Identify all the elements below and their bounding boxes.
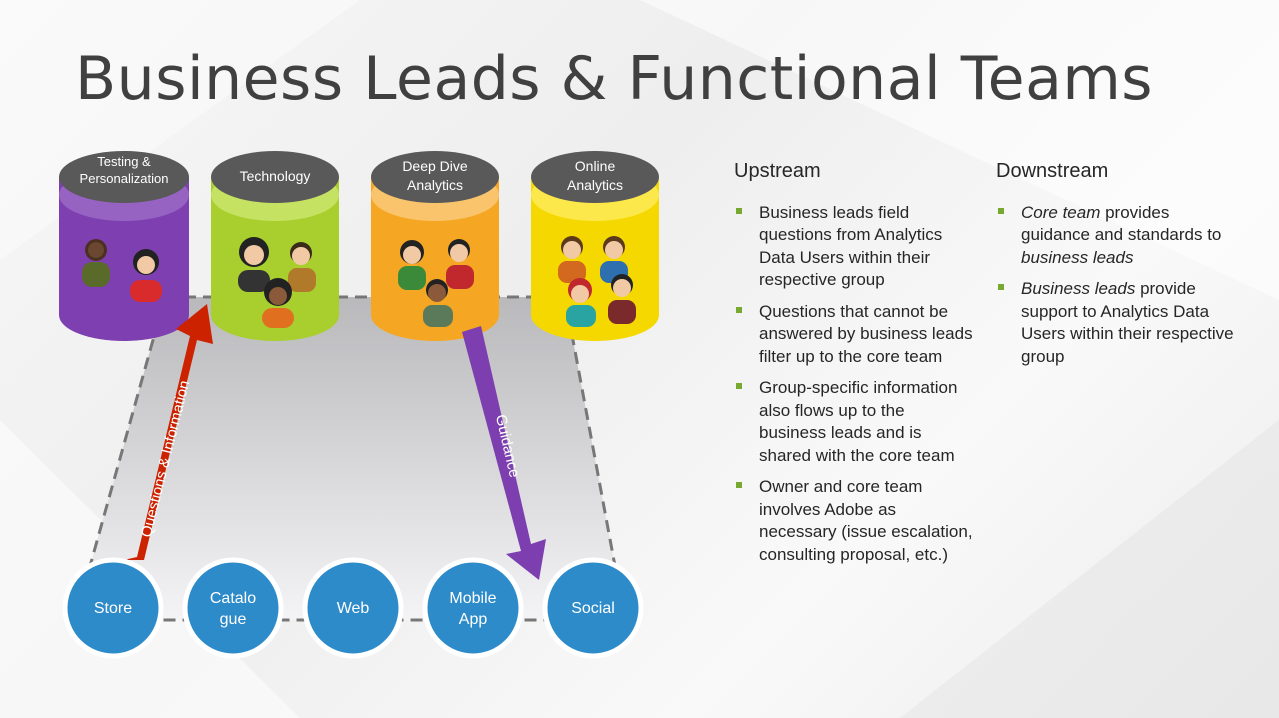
- list-item: Business leads field questions from Anal…: [734, 202, 974, 292]
- bullet-icon: [998, 207, 1004, 214]
- list-item-text: Business leads field questions from Anal…: [759, 202, 943, 290]
- person-icon: [262, 278, 294, 328]
- bullet-icon: [736, 482, 742, 488]
- channel-label: Mobile: [449, 590, 496, 607]
- team-cylinder-online: Online Analytics: [531, 151, 659, 341]
- channel-label: App: [459, 611, 488, 628]
- channel-mobile-app: Mobile App: [422, 557, 524, 659]
- downstream-list: Core team provides guidance and standard…: [996, 202, 1236, 369]
- list-item: Core team provides guidance and standard…: [996, 202, 1236, 270]
- channel-label: Store: [94, 600, 132, 617]
- upstream-column: Upstream Business leads field questions …: [734, 160, 974, 575]
- channel-web: Web: [302, 557, 404, 659]
- list-item: Owner and core team involves Adobe as ne…: [734, 476, 974, 566]
- list-item: Business leads provide support to Analyt…: [996, 278, 1236, 368]
- list-item-text: provides guidance and standards to: [1021, 202, 1222, 245]
- person-icon: [288, 242, 316, 292]
- list-item: Group-specific information also flows up…: [734, 377, 974, 467]
- channel-label: gue: [220, 611, 247, 628]
- team-label: Testing &: [97, 154, 151, 169]
- emphasis-text: Core team: [1021, 202, 1101, 222]
- downstream-heading: Downstream: [996, 160, 1109, 182]
- bullet-icon: [736, 207, 742, 214]
- channel-catalogue: Catalo gue: [182, 557, 284, 659]
- slide-title: Business Leads & Functional Teams: [75, 44, 1154, 114]
- list-item-text: Group-specific information also flows up…: [759, 378, 958, 465]
- list-item-text: Owner and core team involves Adobe as ne…: [759, 477, 973, 564]
- channel-label: Web: [337, 600, 370, 617]
- person-icon: [566, 278, 596, 327]
- person-icon: [398, 240, 426, 290]
- downstream-column: Downstream Core team provides guidance a…: [996, 160, 1236, 377]
- bullet-icon: [998, 284, 1004, 290]
- bullet-icon: [736, 306, 742, 313]
- list-item: Questions that cannot be answered by bus…: [734, 301, 974, 369]
- team-label: Technology: [240, 168, 311, 184]
- team-label: Analytics: [567, 177, 623, 193]
- person-icon: [238, 237, 270, 292]
- person-icon: [446, 239, 474, 289]
- team-diagram: Testing & Personalization Technology: [59, 151, 659, 659]
- team-label: Online: [575, 158, 616, 174]
- person-icon: [423, 279, 453, 327]
- person-icon: [558, 236, 586, 283]
- team-cylinder-deep-dive: Deep Dive Analytics: [371, 151, 499, 341]
- upstream-heading: Upstream: [734, 160, 821, 182]
- list-item-text: Questions that cannot be answered by bus…: [759, 301, 973, 366]
- channel-label: Catalo: [210, 590, 256, 607]
- channel-label: Social: [571, 600, 615, 617]
- upstream-list: Business leads field questions from Anal…: [734, 202, 974, 567]
- emphasis-text: business leads: [1021, 247, 1134, 267]
- team-cylinder-testing: Testing & Personalization: [59, 151, 189, 341]
- team-label: Analytics: [407, 177, 463, 193]
- team-cylinder-technology: Technology: [211, 151, 339, 341]
- person-icon: [608, 274, 636, 324]
- cylinder-top: [211, 151, 339, 203]
- team-label: Deep Dive: [402, 158, 468, 174]
- cylinder-top: [531, 151, 659, 203]
- person-icon: [82, 239, 110, 287]
- cylinder-top: [59, 151, 189, 203]
- list-item-text: provide support to Analytics Data Users …: [1021, 279, 1234, 366]
- person-icon: [130, 249, 162, 302]
- emphasis-text: Business leads: [1021, 279, 1136, 298]
- channel-store: Store: [62, 557, 164, 659]
- team-label: Personalization: [80, 171, 169, 186]
- bullet-icon: [736, 383, 742, 389]
- cylinder-top: [371, 151, 499, 203]
- channel-social: Social: [542, 557, 644, 659]
